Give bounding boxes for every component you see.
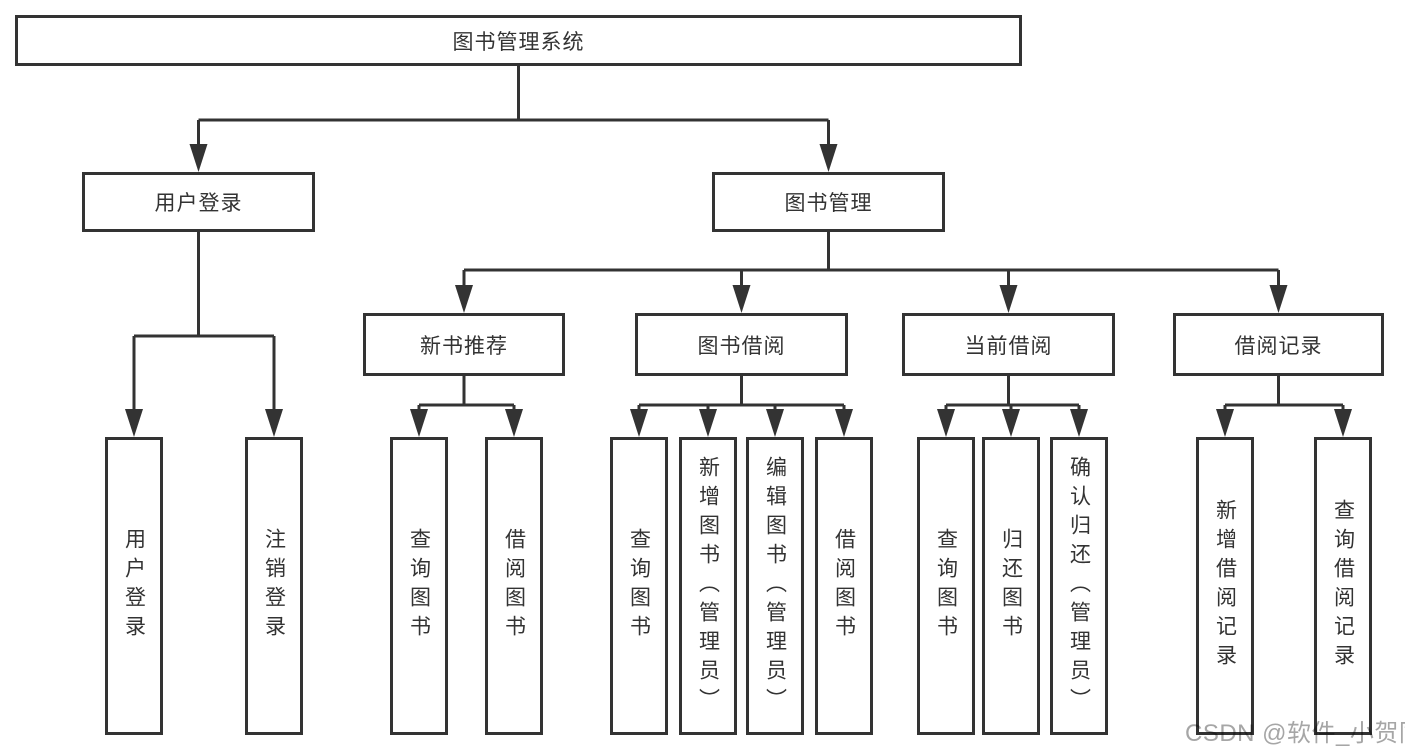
arrowheads xyxy=(125,144,1352,437)
leaf-user-login: 用户登录 xyxy=(105,437,163,735)
node-new-book-recommend: 新书推荐 xyxy=(363,313,565,376)
node-book-borrowing: 图书借阅 xyxy=(635,313,848,376)
leaf-borrow-query-books: 查询图书 xyxy=(610,437,668,735)
leaf-borrow-borrow-books: 借阅图书 xyxy=(815,437,873,735)
node-root-library-system: 图书管理系统 xyxy=(15,15,1022,66)
leaf-current-query-books: 查询图书 xyxy=(917,437,975,735)
node-book-management: 图书管理 xyxy=(712,172,945,232)
node-user-login: 用户登录 xyxy=(82,172,315,232)
leaf-logout: 注销登录 xyxy=(245,437,303,735)
leaf-newbook-borrow-books: 借阅图书 xyxy=(485,437,543,735)
leaf-current-confirm-return-admin: 确认归还（管理员） xyxy=(1050,437,1108,735)
csdn-watermark: CSDN @软件_小贺同学 xyxy=(1185,720,1405,747)
leaf-borrow-add-books-admin: 新增图书（管理员） xyxy=(679,437,737,735)
leaf-current-return-books: 归还图书 xyxy=(982,437,1040,735)
leaf-records-add-record: 新增借阅记录 xyxy=(1196,437,1254,735)
node-borrowing-records: 借阅记录 xyxy=(1173,313,1384,376)
leaf-borrow-edit-books-admin: 编辑图书（管理员） xyxy=(746,437,804,735)
node-current-borrowing: 当前借阅 xyxy=(902,313,1115,376)
leaf-newbook-query-books: 查询图书 xyxy=(390,437,448,735)
leaf-records-query-record: 查询借阅记录 xyxy=(1314,437,1372,735)
